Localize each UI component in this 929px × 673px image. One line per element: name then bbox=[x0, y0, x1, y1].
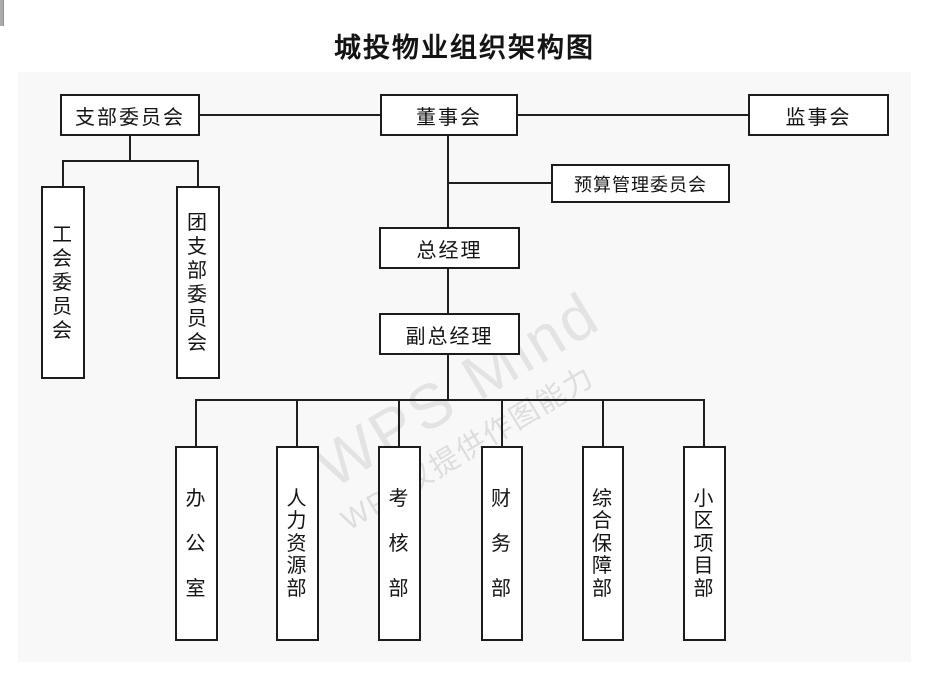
node-community-project-dept[interactable]: 小区项目部 bbox=[683, 446, 726, 641]
node-youth-league-branch-committee[interactable]: 团支部委员会 bbox=[176, 186, 220, 379]
node-general-manager[interactable]: 总经理 bbox=[379, 227, 520, 269]
watermark-notice-text: WPS仅提供作图能力 bbox=[335, 360, 601, 537]
node-hr-dept[interactable]: 人力资源部 bbox=[276, 446, 319, 641]
page-title: 城投物业组织架构图 bbox=[334, 33, 595, 63]
left-edge-scrollbar-artifact bbox=[0, 0, 4, 26]
edge-board-budget-committee bbox=[448, 182, 551, 184]
edge-board-supervisory-board bbox=[518, 114, 748, 116]
edge-board-general-manager bbox=[447, 136, 449, 227]
node-general-manager-label: 总经理 bbox=[416, 239, 483, 262]
node-supervisory-board-label: 监事会 bbox=[785, 106, 852, 129]
node-youth-league-branch-committee-label: 团支部委员会 bbox=[187, 211, 209, 354]
node-assessment-dept[interactable]: 考核部 bbox=[378, 446, 421, 641]
node-branch-committee[interactable]: 支部委员会 bbox=[60, 94, 200, 136]
node-supervisory-board[interactable]: 监事会 bbox=[748, 94, 889, 136]
edge-community-project-stem bbox=[703, 401, 705, 446]
node-branch-committee-label: 支部委员会 bbox=[75, 106, 185, 129]
edge-branch-committee-stem bbox=[129, 136, 131, 162]
node-labor-union-committee-label: 工会委员会 bbox=[52, 223, 74, 342]
node-deputy-general-manager-label: 副总经理 bbox=[405, 325, 494, 348]
node-support-dept[interactable]: 综合保障部 bbox=[582, 446, 624, 641]
edge-finance-stem bbox=[501, 401, 503, 446]
node-budget-committee-label: 预算管理委员会 bbox=[574, 174, 707, 195]
node-finance-dept-label: 财务部 bbox=[491, 487, 513, 600]
node-support-dept-label: 综合保障部 bbox=[592, 487, 614, 600]
edge-branch-committee-board bbox=[200, 114, 380, 116]
edge-support-stem bbox=[602, 401, 604, 446]
node-office-label: 办公室 bbox=[185, 487, 208, 600]
edge-youth-league-stem bbox=[197, 160, 199, 186]
edge-labor-union-stem bbox=[62, 160, 64, 186]
node-board[interactable]: 董事会 bbox=[380, 94, 518, 136]
edge-deputy-gm-stem bbox=[447, 355, 449, 401]
diagram-canvas[interactable]: WPS Mind WPS仅提供作图能力 支部委员会 董事会 监事会 预算管理委员… bbox=[18, 72, 911, 662]
node-board-label: 董事会 bbox=[416, 106, 482, 129]
node-hr-dept-label: 人力资源部 bbox=[286, 487, 309, 600]
node-assessment-dept-label: 考核部 bbox=[388, 487, 411, 600]
node-finance-dept[interactable]: 财务部 bbox=[481, 446, 523, 641]
node-office[interactable]: 办公室 bbox=[175, 446, 218, 641]
node-deputy-general-manager[interactable]: 副总经理 bbox=[379, 313, 520, 355]
node-labor-union-committee[interactable]: 工会委员会 bbox=[41, 186, 85, 379]
edge-branch-children-split bbox=[62, 160, 199, 162]
node-community-project-dept-label: 小区项目部 bbox=[693, 487, 716, 600]
edge-hr-stem bbox=[296, 401, 298, 446]
node-budget-committee[interactable]: 预算管理委员会 bbox=[551, 164, 730, 203]
edge-assessment-stem bbox=[398, 401, 400, 446]
edge-departments-connector bbox=[195, 399, 705, 401]
edge-gm-deputy-gm bbox=[447, 269, 449, 313]
edge-office-stem bbox=[195, 401, 197, 446]
